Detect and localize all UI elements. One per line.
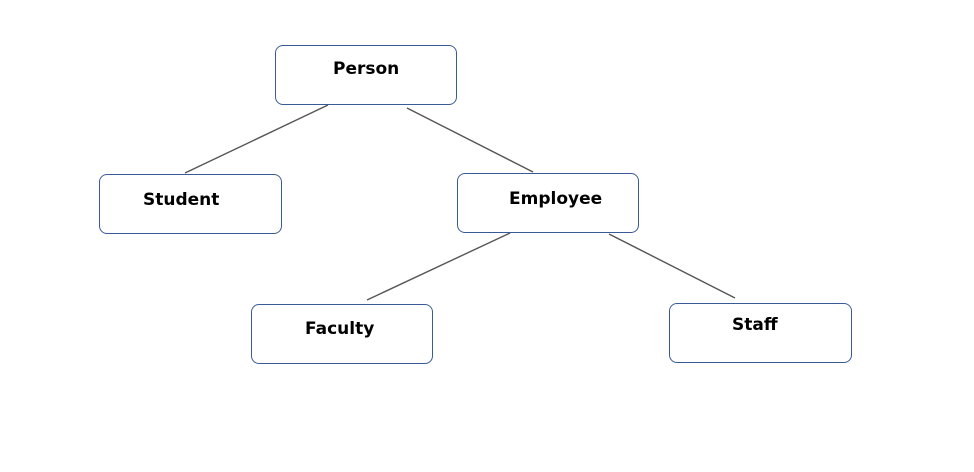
node-student-label: Student xyxy=(143,190,220,210)
edge-employee-staff xyxy=(608,233,736,299)
edge-person-employee xyxy=(406,107,534,173)
node-person-label: Person xyxy=(333,59,400,79)
node-faculty: Faculty xyxy=(251,304,433,364)
node-staff: Staff xyxy=(669,303,852,363)
node-employee: Employee xyxy=(457,173,639,233)
edge-employee-faculty xyxy=(366,232,511,301)
node-employee-label: Employee xyxy=(509,189,603,209)
edge-person-student xyxy=(184,104,329,174)
node-faculty-label: Faculty xyxy=(305,319,375,339)
node-staff-label: Staff xyxy=(732,315,778,335)
node-student: Student xyxy=(99,174,282,234)
node-person: Person xyxy=(275,45,457,105)
